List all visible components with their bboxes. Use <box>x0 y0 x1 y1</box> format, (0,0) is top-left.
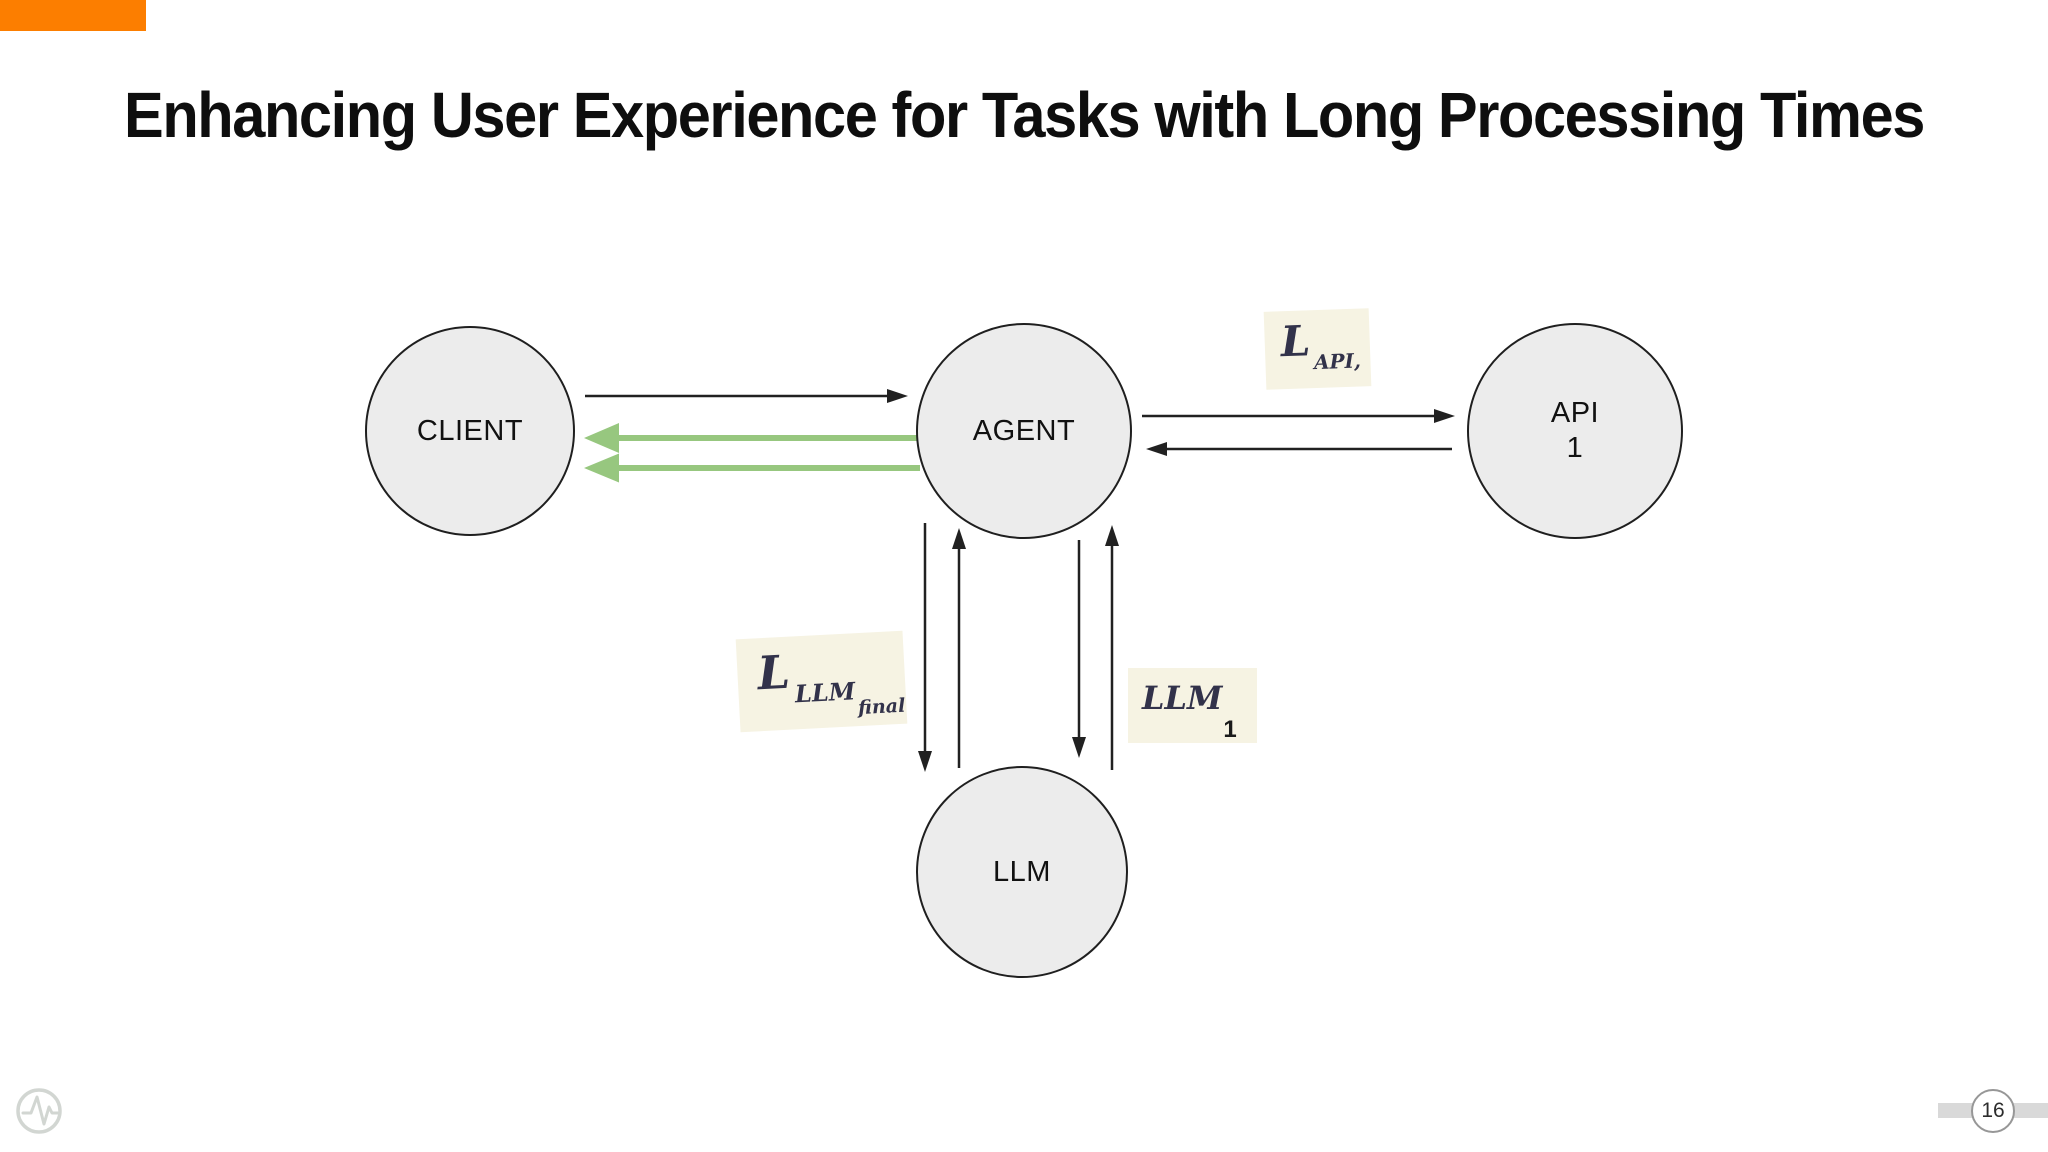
arrow-agent-to-client-2 <box>584 453 920 483</box>
arrow-agent-to-client-1 <box>584 423 918 453</box>
node-api-sublabel: 1 <box>1566 432 1584 464</box>
annotation-api-cost-sub: API, <box>1313 348 1362 375</box>
annotation-llm-first-sub: 1 <box>1223 716 1237 743</box>
arrow-api-to-agent <box>1146 442 1452 456</box>
node-agent-label: AGENT <box>972 414 1076 447</box>
arrow-llm-to-agent-left <box>952 528 966 768</box>
arrow-agent-to-api <box>1142 409 1455 423</box>
page-number-badge: 16 <box>1971 1089 2015 1133</box>
node-client: CLIENT <box>365 326 575 536</box>
pulse-logo-icon <box>13 1085 65 1137</box>
node-api-label: API <box>1550 397 1600 430</box>
node-llm: LLM <box>916 766 1128 978</box>
node-api: API 1 <box>1467 323 1683 539</box>
annotation-llm-final-sub: LLM <box>794 676 856 709</box>
annotation-llm-first-main: LLM <box>1142 679 1223 717</box>
annotation-llm-first-cost: LLM 1 <box>1128 668 1257 743</box>
annotation-llm-final-subsub: final <box>857 694 906 720</box>
node-agent: AGENT <box>916 323 1132 539</box>
node-llm-label: LLM <box>993 855 1051 888</box>
annotation-api-cost: L API, <box>1263 308 1372 390</box>
node-client-label: CLIENT <box>416 414 524 447</box>
arrow-client-to-agent <box>585 389 908 403</box>
slide-title: Enhancing User Experience for Tasks with… <box>124 79 1925 151</box>
arrow-agent-to-llm-right <box>1072 540 1086 758</box>
accent-block <box>0 0 146 31</box>
annotation-api-cost-main: L <box>1279 316 1312 367</box>
arrow-agent-to-llm-left <box>918 523 932 772</box>
arrow-llm-to-agent-right <box>1105 525 1119 770</box>
annotation-llm-final-main: L <box>756 644 792 701</box>
annotation-llm-final-cost: L LLM final <box>735 630 908 733</box>
page-number: 16 <box>1981 1099 2005 1122</box>
